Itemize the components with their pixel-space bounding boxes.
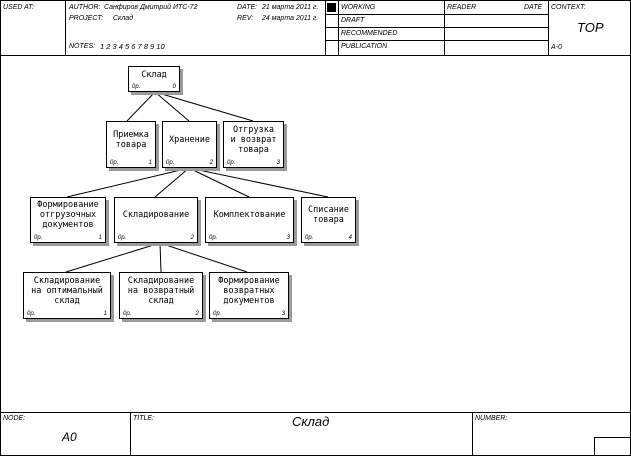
context-label: CONTEXT: xyxy=(551,4,586,11)
node-a3-cost: 0р. xyxy=(227,160,236,166)
node-a24-cost: 0р. xyxy=(305,235,314,241)
node-a24-number: 4 xyxy=(348,235,352,241)
working-marker xyxy=(327,3,336,12)
author-label: AUTHOR: xyxy=(69,4,101,11)
date2-label: DATE xyxy=(524,4,543,11)
node-a1-number: 1 xyxy=(148,160,152,166)
status-draft: DRAFT xyxy=(341,17,365,24)
node-a2[interactable]: Хранение 0р. 2 xyxy=(162,121,217,168)
node-a222[interactable]: Складирование на возвратный склад 0р. 2 xyxy=(119,272,203,319)
node-a3-label: Отгрузка и возврат товара xyxy=(230,124,277,155)
node-a221[interactable]: Складирование на оптимальный склад 0р. 1 xyxy=(23,272,111,319)
node-a223[interactable]: Формирование возвратных документов 0р. 3 xyxy=(209,272,289,319)
node-a3[interactable]: Отгрузка и возврат товара 0р. 3 xyxy=(223,121,284,168)
node-a22-number: 2 xyxy=(190,235,194,241)
node-value: A0 xyxy=(62,430,77,444)
node-a2-cost: 0р. xyxy=(166,160,175,166)
reader-label: READER xyxy=(447,4,477,11)
node-a24-label: Списание товара xyxy=(308,205,349,225)
status-publication: PUBLICATION xyxy=(341,43,388,50)
notes-label: NOTES: xyxy=(69,43,96,50)
node-a2-number: 2 xyxy=(209,160,213,166)
node-a1[interactable]: Приемка товара 0р. 1 xyxy=(106,121,156,168)
node-root[interactable]: Склад 0р. 0 xyxy=(128,66,180,92)
number-label: NUMBER: xyxy=(475,415,508,422)
node-a22[interactable]: Складирование 0р. 2 xyxy=(114,197,198,243)
status-working: WORKING xyxy=(341,4,376,11)
node-root-cost: 0р. xyxy=(132,84,141,90)
node-a23[interactable]: Комплектование 0р. 3 xyxy=(205,197,294,243)
node-a222-cost: 0р. xyxy=(123,311,132,317)
notes-value: 1 2 3 4 5 6 7 8 9 10 xyxy=(100,42,165,51)
node-a22-label: Складирование xyxy=(122,210,190,220)
node-a21-cost: 0р. xyxy=(34,235,43,241)
node-root-number: 0 xyxy=(172,84,176,90)
node-a23-label: Комплектование xyxy=(213,210,286,220)
node-a24[interactable]: Списание товара 0р. 4 xyxy=(301,197,356,243)
node-a223-cost: 0р. xyxy=(213,311,222,317)
node-a223-number: 3 xyxy=(281,311,285,317)
node-a3-number: 3 xyxy=(276,160,280,166)
node-a222-label: Складирование на возвратный склад xyxy=(127,275,195,306)
rev-label: REV: xyxy=(237,15,254,22)
node-a221-number: 1 xyxy=(103,311,107,317)
node-a23-number: 3 xyxy=(286,235,290,241)
node-a21-label: Формирование отгрузочных документов xyxy=(37,200,99,230)
node-root-label: Склад xyxy=(141,70,167,80)
status-recommended: RECOMMENDED xyxy=(341,30,398,37)
node-a1-label: Приемка товара xyxy=(113,129,149,150)
node-a22-cost: 0р. xyxy=(118,235,127,241)
project-value: Склад xyxy=(113,15,134,22)
context-node: A-0 xyxy=(551,44,562,51)
author-value: Санфиров Дмитрий ИТС-72 xyxy=(104,4,198,11)
used-at-label: USED AT: xyxy=(3,4,34,11)
node-a222-number: 2 xyxy=(195,311,199,317)
node-a23-cost: 0р. xyxy=(209,235,218,241)
node-a21[interactable]: Формирование отгрузочных документов 0р. … xyxy=(30,197,106,243)
project-label: PROJECT: xyxy=(69,15,104,22)
node-a2-label: Хранение xyxy=(169,134,210,145)
node-label: NODE: xyxy=(3,415,26,422)
date-label: DATE: xyxy=(237,4,258,11)
context-value: TOP xyxy=(577,20,604,35)
title-label: TITLE: xyxy=(133,415,155,422)
node-a223-label: Формирование возвратных документов xyxy=(218,275,280,306)
node-a221-label: Складирование на оптимальный склад xyxy=(31,275,103,306)
node-a21-number: 1 xyxy=(98,235,102,241)
node-a221-cost: 0р. xyxy=(27,311,36,317)
title-value: Склад xyxy=(292,414,330,429)
node-a1-cost: 0р. xyxy=(110,160,119,166)
rev-value: 24 марта 2011 г. xyxy=(262,15,319,22)
date-value: 21 марта 2011 г. xyxy=(262,4,319,11)
